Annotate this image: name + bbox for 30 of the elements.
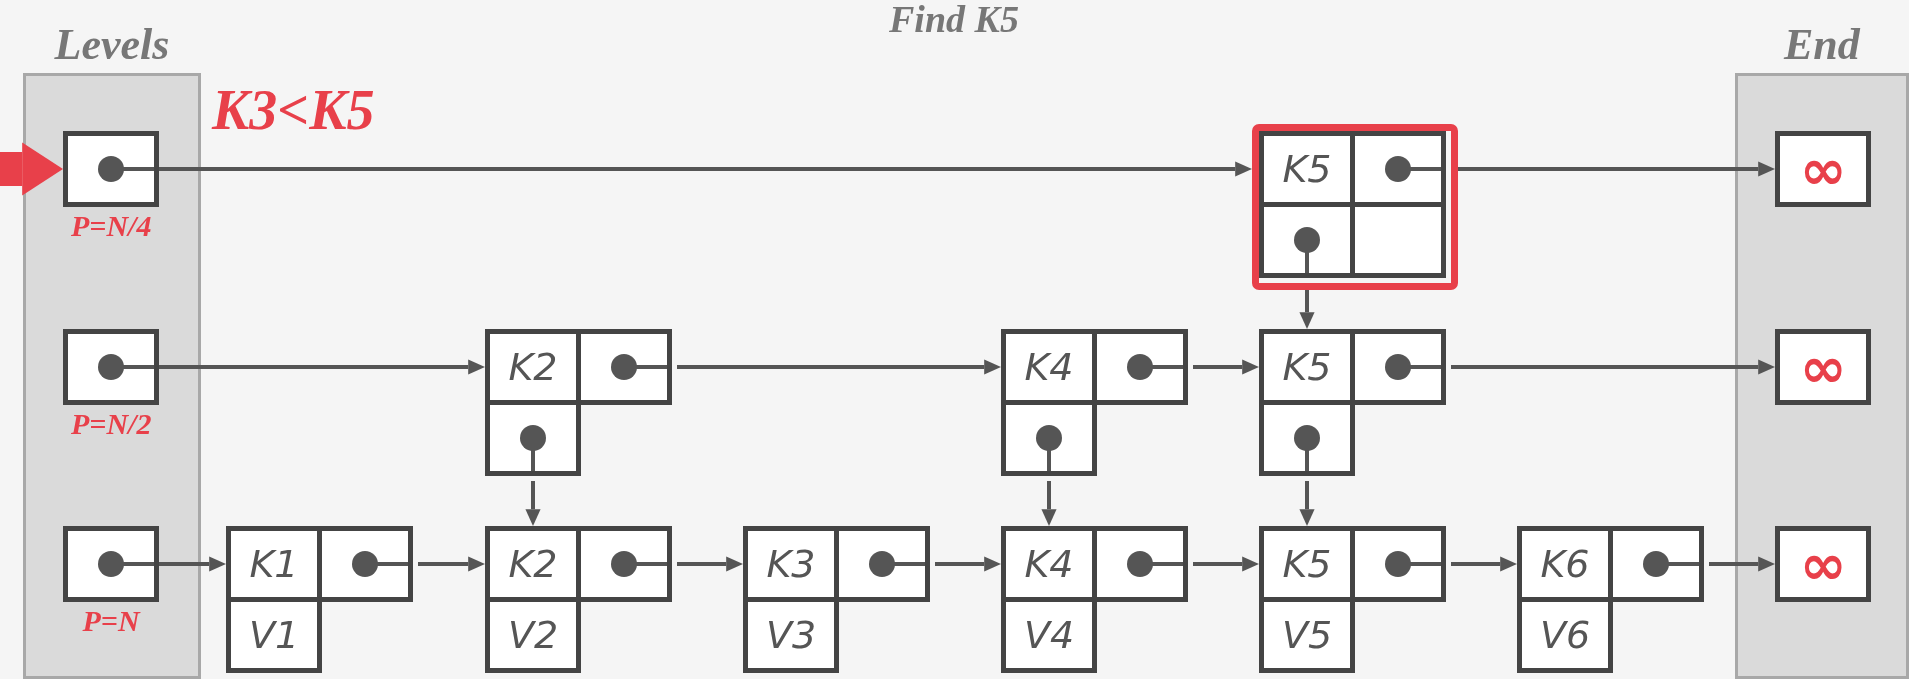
arrow bbox=[677, 556, 742, 572]
highlighted-node bbox=[1252, 124, 1458, 290]
arrow bbox=[159, 359, 484, 375]
column-band bbox=[23, 73, 201, 679]
arrow bbox=[935, 556, 1000, 572]
arrow bbox=[418, 556, 484, 572]
end-marker-cell: ∞ bbox=[1775, 526, 1871, 602]
arrow bbox=[1041, 481, 1057, 525]
arrow bbox=[525, 481, 541, 525]
comparison-note: K3<K5 bbox=[212, 82, 375, 138]
column-heading: End bbox=[1784, 23, 1860, 67]
arrow bbox=[677, 359, 1000, 375]
probability-label: P=N bbox=[82, 606, 140, 636]
arrow bbox=[1299, 481, 1315, 525]
column-heading: Levels bbox=[54, 23, 170, 67]
arrow bbox=[1193, 359, 1258, 375]
arrow bbox=[1299, 290, 1315, 328]
end-marker-cell: ∞ bbox=[1775, 131, 1871, 207]
arrow bbox=[1451, 359, 1774, 375]
arrow bbox=[1709, 556, 1774, 572]
end-marker-cell: ∞ bbox=[1775, 329, 1871, 405]
arrow bbox=[1458, 161, 1774, 177]
probability-label: P=N/4 bbox=[71, 211, 152, 241]
arrow bbox=[159, 161, 1251, 177]
arrow bbox=[1193, 556, 1258, 572]
diagram-title: Find K5 bbox=[889, 0, 1019, 38]
probability-label: P=N/2 bbox=[71, 409, 152, 439]
column-band bbox=[1735, 73, 1909, 679]
arrow bbox=[1451, 556, 1516, 572]
arrow bbox=[159, 556, 225, 572]
